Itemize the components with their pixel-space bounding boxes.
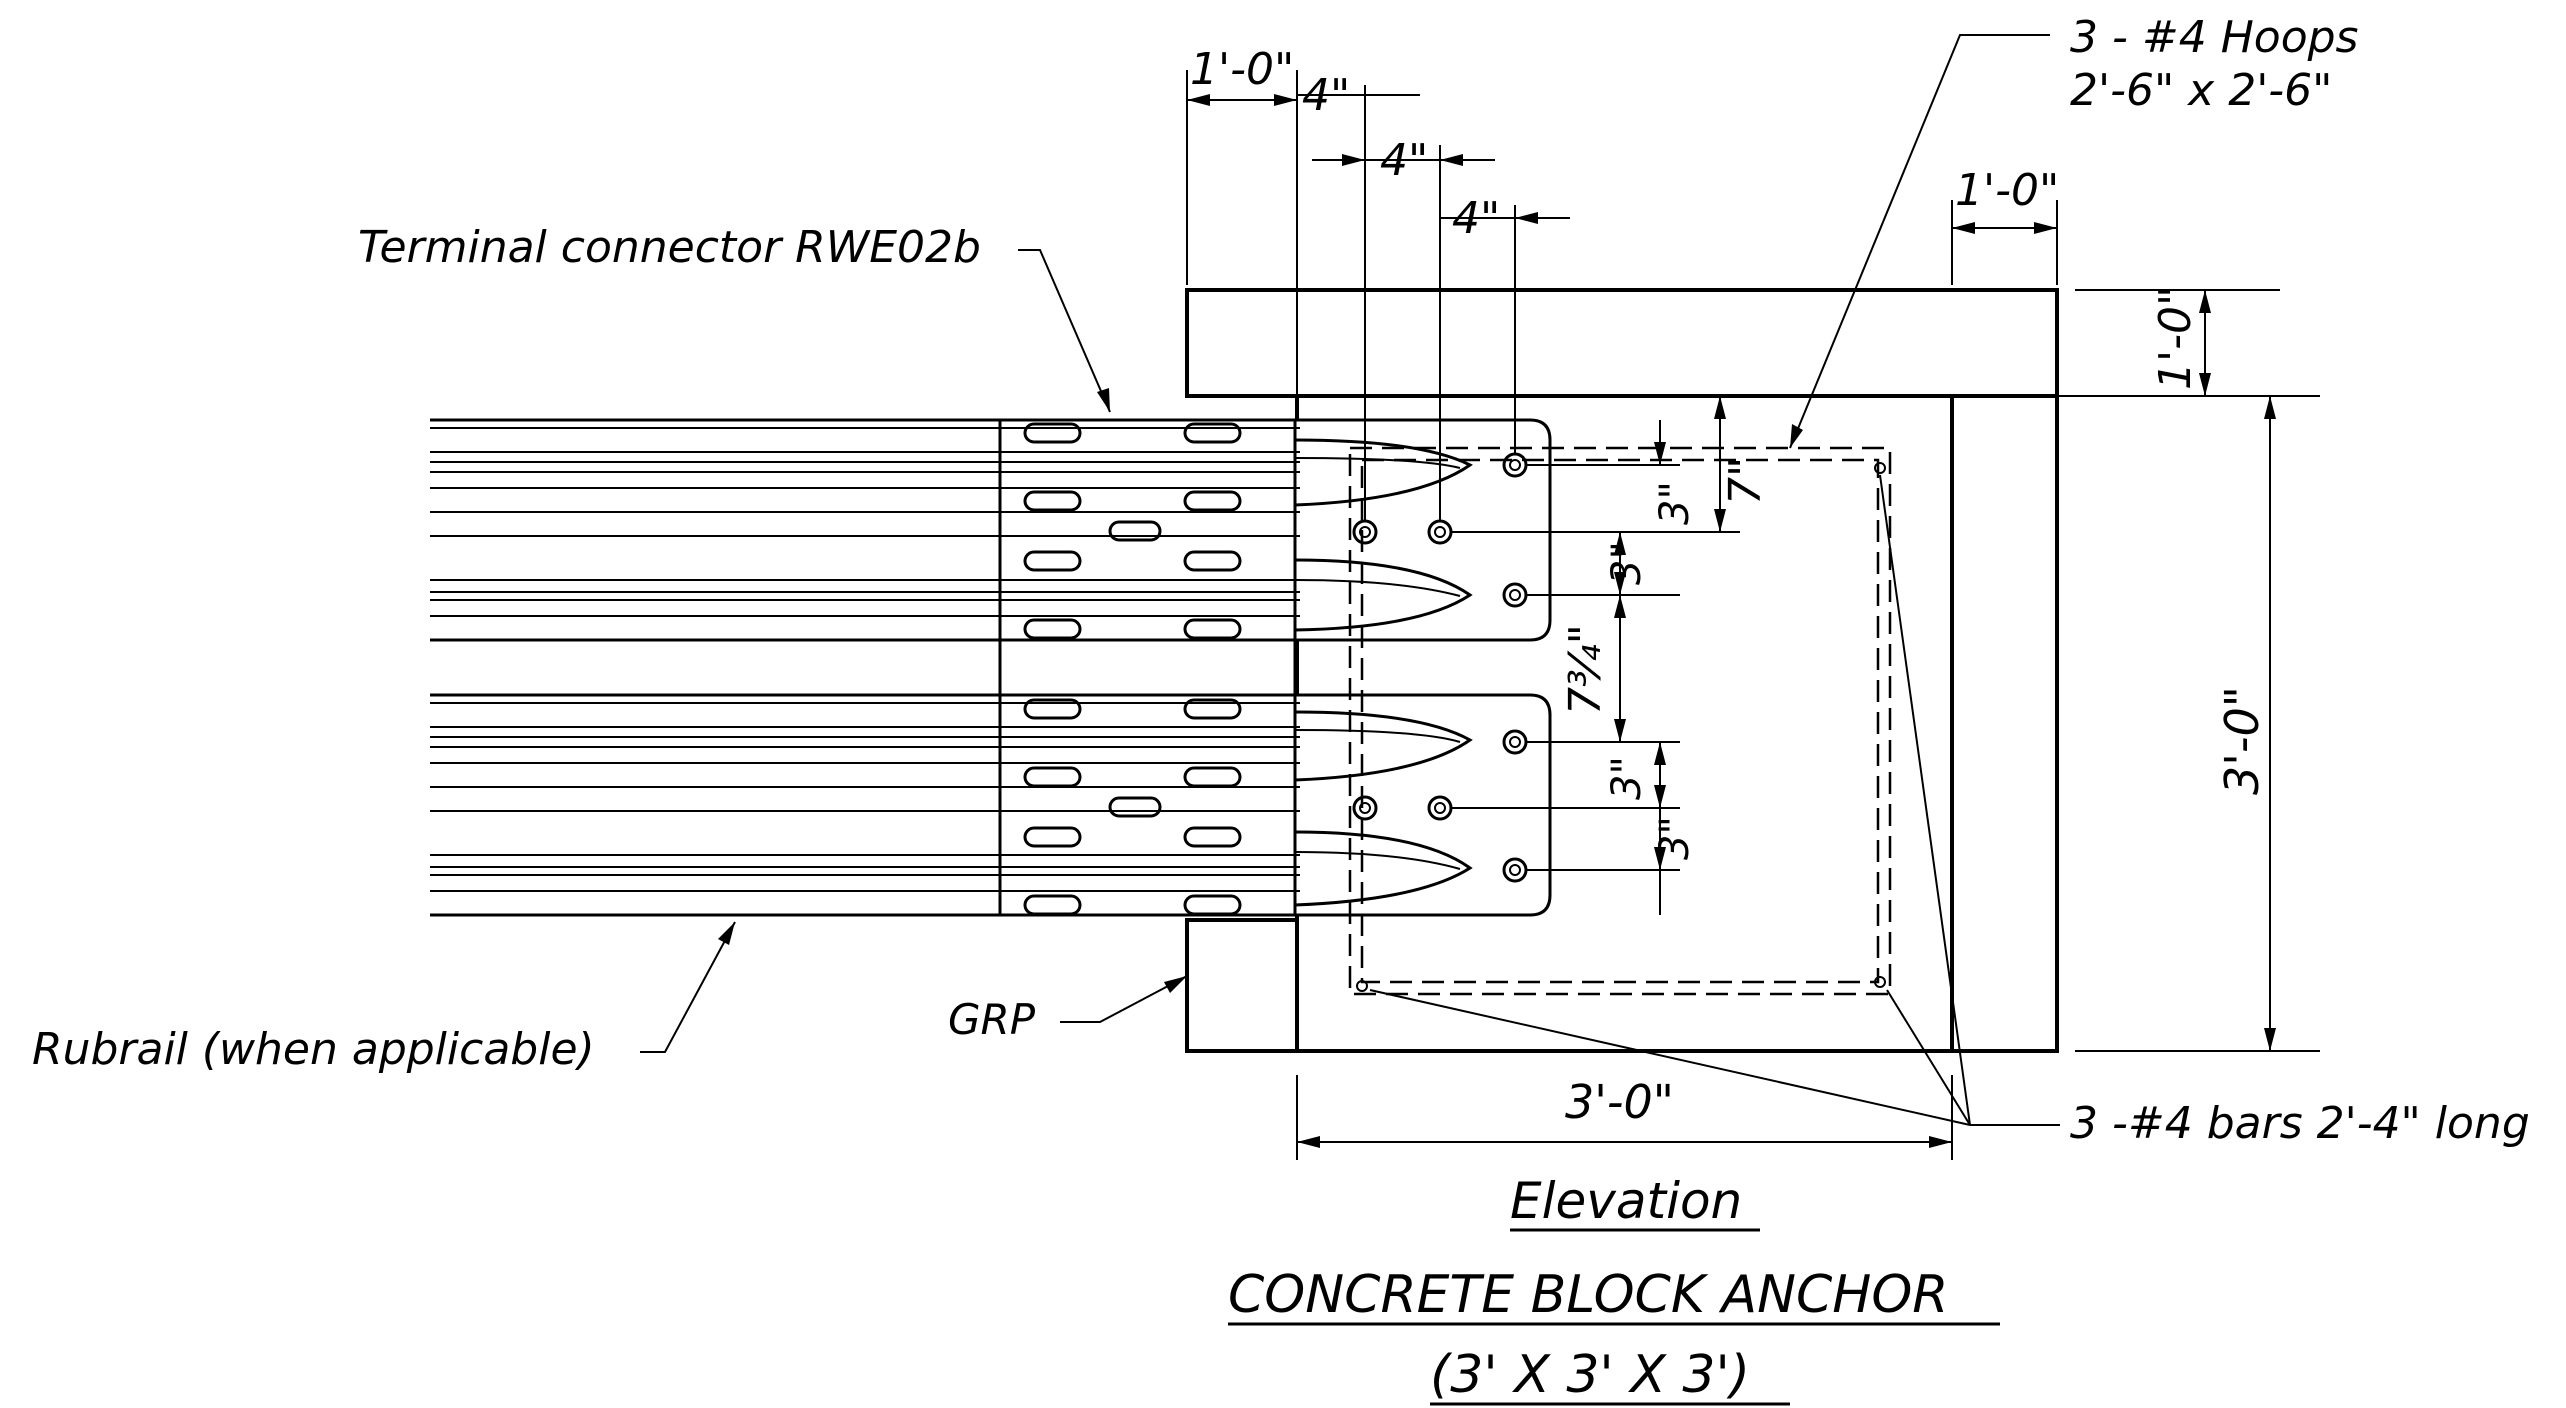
top-stone-wall [1185,288,2059,398]
annotations: 3 - #4 Hoops 2'-6" x 2'-6" Terminal conn… [32,12,2530,1406]
hoops-dashed [1348,446,1892,996]
concrete-block [1185,288,2059,1053]
dim-7-3-4in: 7¾" [1560,624,1611,715]
grp-label: GRP [948,995,1036,1044]
dim-top-right-1ft: 1'-0" [1955,165,2059,216]
dim-3in-b: 3" [1604,541,1650,585]
bars-label: 3 -#4 bars 2'-4" long [2070,1098,2530,1149]
dim-3in-d: 3" [1652,816,1698,860]
dim-top-left-1ft: 1'-0" [1190,44,1294,95]
bolt-slots [1023,422,1242,916]
rubrail-label: Rubrail (when applicable) [32,1024,595,1075]
hoops-label-line2: 2'-6" x 2'-6" [2070,65,2332,116]
dim-right-3ft: 3'-0" [2215,686,2269,795]
bottom-left-stone-wall [1185,918,1299,1053]
right-stone-wall [1950,394,2059,1053]
leader-lines [640,34,2060,1126]
drawing-size: (3' X 3' X 3') [1430,1345,1750,1405]
dim-4in-c: 4" [1452,193,1500,244]
dim-right-1ft: 1'-0" [2150,286,2201,390]
bar-end-top-right [1874,462,1886,474]
view-title: Elevation [1510,1172,1742,1230]
bar-end-bottom-right [1874,976,1886,988]
bar-end-bottom-left [1356,980,1368,992]
guardrail [430,418,1552,917]
dim-4in-b: 4" [1380,135,1428,186]
dim-3in-a: 3" [1652,481,1698,525]
dim-3in-c: 3" [1604,756,1650,800]
dim-bottom-3ft: 3'-0" [1565,1075,1674,1129]
drawing-title: CONCRETE BLOCK ANCHOR [1228,1265,1948,1325]
dimension-lines [1186,70,2320,1160]
dim-4in-a: 4" [1302,70,1350,121]
hoops-label-line1: 3 - #4 Hoops [2070,12,2358,63]
anchor-bolts [1352,452,1528,883]
dim-7in: 7" [1720,457,1771,505]
terminal-connector-label: Terminal connector RWE02b [358,222,981,273]
